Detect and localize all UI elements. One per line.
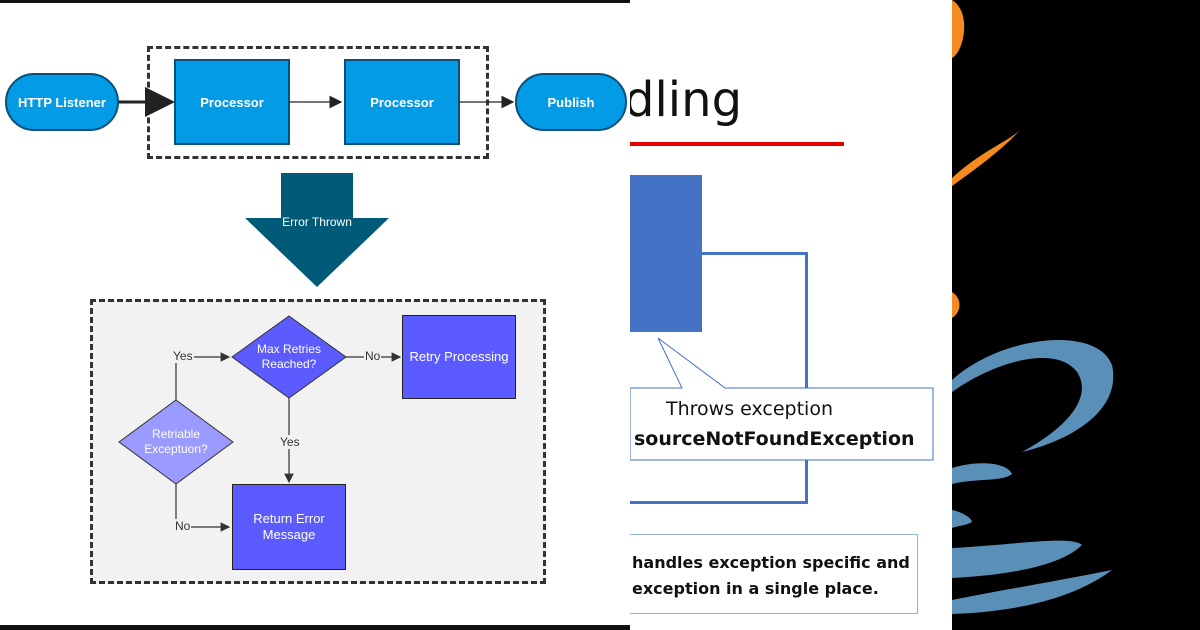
note-line-1: handles exception specific and: [632, 553, 910, 572]
http-listener-node: HTTP Listener: [5, 73, 119, 131]
processor-2-label: Processor: [370, 94, 434, 110]
blue-connector-frame: [630, 252, 808, 504]
error-thrown-label: Error Thrown: [282, 215, 352, 229]
retriable-label: Retriable Exceptuon?: [144, 427, 208, 456]
return-error-node: Return Error Message: [232, 484, 346, 570]
retry-processing-label: Retry Processing: [409, 349, 509, 364]
error-arrow-icon: [245, 173, 389, 287]
blue-block: [630, 175, 702, 332]
bottom-border: [0, 625, 630, 630]
edge-label-no-right: No: [364, 349, 382, 363]
java-logo-panel: [952, 0, 1200, 630]
edge-label-yes-top: Yes: [172, 349, 194, 363]
processor-1-label: Processor: [200, 94, 264, 110]
top-border: [0, 0, 630, 3]
java-logo-icon: [952, 0, 1114, 614]
title-underline: [630, 142, 844, 146]
publish-label: Publish: [547, 94, 595, 110]
note-box: handles exception specific and exception…: [630, 534, 918, 614]
http-listener-label: HTTP Listener: [18, 94, 106, 110]
decision-connectors: [118, 315, 402, 532]
error-handling-flow-diagram: HTTP Listener Processor Processor Publis…: [0, 0, 630, 630]
exception-handling-slide: dling Throws exception sourceNotFoundExc…: [630, 0, 952, 630]
callout: Throws exception sourceNotFoundException: [630, 388, 934, 460]
top-connectors: [118, 87, 515, 287]
callout-line-1: Throws exception: [666, 398, 834, 420]
slide-title: dling: [630, 72, 743, 128]
retry-processing-node: Retry Processing: [402, 315, 516, 399]
processor-node-2: Processor: [344, 59, 460, 145]
publish-node: Publish: [515, 73, 627, 131]
return-error-label: Return Error Message: [253, 511, 325, 542]
max-retries-label: Max Retries Reached?: [256, 342, 321, 371]
processor-node-1: Processor: [174, 59, 290, 145]
callout-line-2: sourceNotFoundException: [634, 428, 915, 450]
edge-label-no-bottom: No: [174, 519, 192, 533]
edge-label-yes-down: Yes: [279, 435, 301, 449]
callout-shape: [630, 337, 934, 461]
note-line-2: exception in a single place.: [632, 579, 879, 598]
